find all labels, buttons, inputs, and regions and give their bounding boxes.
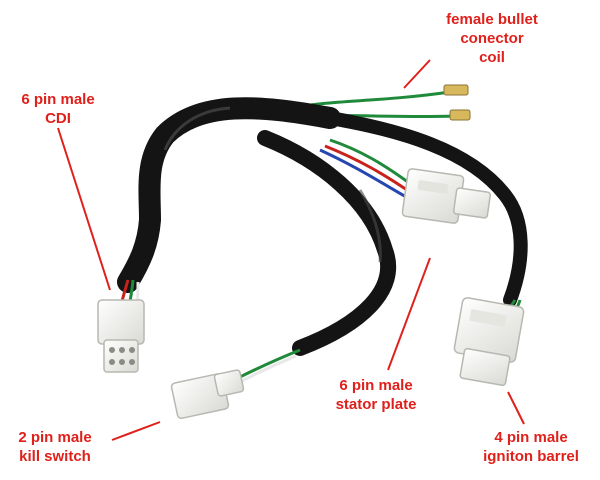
label-line: stator plate: [335, 396, 417, 413]
leader-cdi: [57, 127, 111, 291]
label-line: female bullet: [446, 11, 538, 28]
ignition-barrel-label: 4 pin male igniton barrel: [468, 428, 594, 466]
label-line: igniton barrel: [483, 448, 579, 465]
label-line: kill switch: [19, 448, 91, 465]
label-line: 6 pin male: [21, 91, 95, 108]
label-line: coil: [479, 49, 505, 66]
bullet-terminal-2: [449, 109, 471, 121]
label-line: CDI: [45, 110, 71, 127]
harness-sheath: [117, 97, 528, 356]
bullet-terminal-1: [443, 84, 469, 96]
ignition-connector: [453, 297, 525, 387]
leader-kill: [111, 421, 161, 441]
leader-bullet: [403, 59, 431, 89]
label-line: 4 pin male: [494, 429, 568, 446]
stator-connector: [401, 168, 492, 224]
cdi-connector: [97, 299, 145, 373]
kill-switch-label: 2 pin male kill switch: [2, 428, 108, 466]
stator-connector-label: 6 pin male stator plate: [318, 376, 434, 414]
leader-stator: [387, 257, 431, 371]
kill-switch-wires: [235, 348, 301, 386]
stator-wires: [319, 138, 413, 200]
label-line: 6 pin male: [339, 377, 413, 394]
kill-switch-connector: [170, 369, 245, 420]
label-line: conector: [460, 30, 524, 47]
cdi-connector-label: 6 pin male CDI: [6, 90, 110, 128]
label-line: 2 pin male: [18, 429, 92, 446]
annotation-leaders: [57, 59, 525, 441]
leader-ignition: [507, 391, 525, 425]
bullet-connector-label: female bullet conector coil: [412, 10, 572, 67]
